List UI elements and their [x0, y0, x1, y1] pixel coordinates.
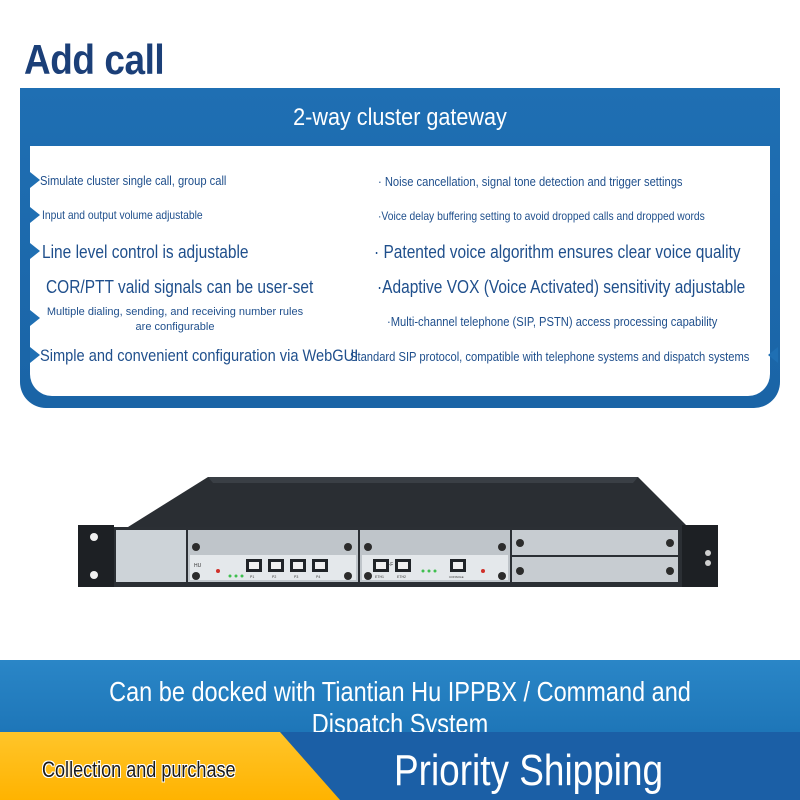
dispatch-banner	[0, 660, 800, 732]
collect-tab[interactable]	[0, 732, 340, 800]
panel-heading: 2-way cluster gateway	[293, 104, 507, 131]
dispatch-banner-text: Can be docked with Tiantian Hu IPPBX / C…	[109, 676, 691, 739]
port-label: P3	[294, 575, 298, 579]
arrow-bullet-icon	[768, 347, 778, 363]
feature-item: · Patented voice algorithm ensures clear…	[374, 242, 741, 262]
feature-item: Line level control is adjustable	[42, 242, 249, 262]
collect-purchase-label[interactable]: Collection and purchase	[42, 757, 236, 782]
feature-item: Simple and convenient configuration via …	[40, 346, 359, 365]
eth-label: ETH2	[397, 575, 406, 579]
console-label: CONSOLE	[449, 575, 464, 579]
feature-item: Standard SIP protocol, compatible with t…	[350, 349, 750, 364]
feature-item: Simulate cluster single call, group call	[40, 173, 227, 188]
port-label: P4	[316, 575, 320, 579]
gateway-device-image: HU P1 P2 P3 P4 CSU-F ETH1 ETH2 CONSOLE	[78, 477, 718, 587]
port-label: P1	[250, 575, 254, 579]
module1-label: HU	[194, 563, 202, 569]
arrow-bullet-icon	[30, 207, 40, 223]
feature-item: Multiple dialing, sending, and receiving…	[46, 306, 304, 333]
arrow-bullet-icon	[30, 310, 40, 326]
priority-shipping-label: Priority Shipping	[394, 746, 664, 795]
feature-list-container	[30, 146, 770, 396]
feature-item: Input and output volume adjustable	[42, 208, 203, 222]
feature-item: ·Multi-channel telephone (SIP, PSTN) acc…	[387, 314, 718, 329]
page-title: Add call	[24, 36, 165, 83]
arrow-bullet-icon	[30, 347, 40, 363]
feature-item: COR/PTT valid signals can be user-set	[46, 277, 314, 297]
feature-item: · Noise cancellation, signal tone detect…	[378, 174, 683, 189]
eth-label: ETH1	[375, 575, 384, 579]
feature-item: ·Adaptive VOX (Voice Activated) sensitiv…	[377, 277, 746, 297]
arrow-bullet-icon	[30, 243, 40, 259]
arrow-bullet-icon	[30, 172, 40, 188]
feature-item: ·Voice delay buffering setting to avoid …	[378, 209, 705, 223]
port-label: P2	[272, 575, 276, 579]
